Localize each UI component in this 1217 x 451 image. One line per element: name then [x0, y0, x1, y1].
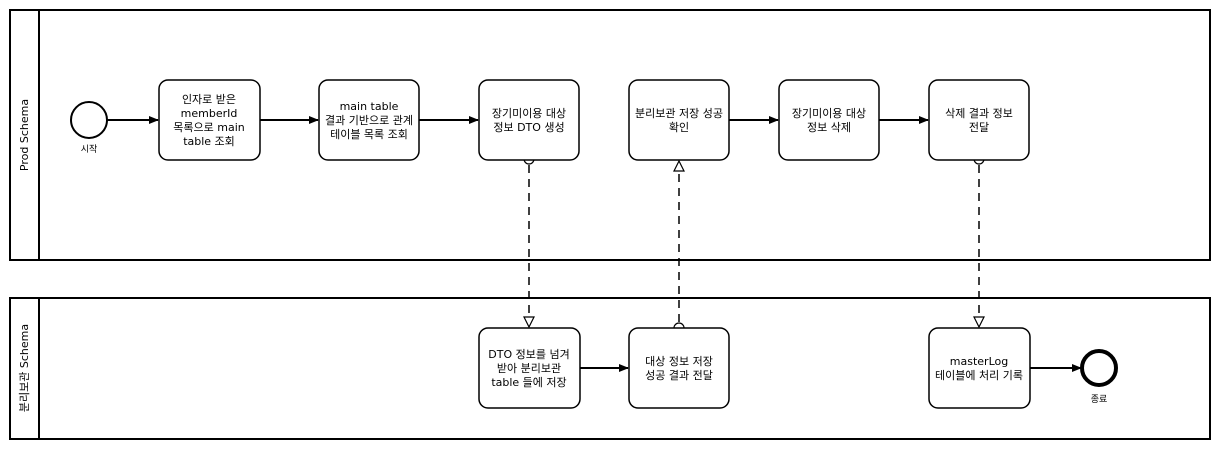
pool-prod-label: Prod Schema: [18, 99, 31, 171]
task-label-line: table 들에 저장: [491, 376, 566, 389]
task-label-line: DTO 정보를 넘겨: [488, 348, 569, 361]
task-label-line: 정보 삭제: [807, 121, 851, 134]
task-label-line: 대상 정보 저장: [645, 355, 713, 368]
task-label-line: 인자로 받은: [182, 93, 236, 106]
task-label-line: main table: [340, 100, 399, 113]
task-label-line: table 조회: [183, 135, 235, 148]
task-label-line: 확인: [669, 121, 689, 134]
task-label-line: 테이블에 처리 기록: [935, 369, 1023, 382]
task-label-line: 목록으로 main: [173, 121, 244, 134]
end-event-label: 종료: [1091, 394, 1108, 405]
task-label-line: masterLog: [950, 355, 1008, 368]
task-label-line: 성공 결과 전달: [645, 369, 713, 382]
start-event: 시작: [70, 101, 108, 155]
task-label-line: 분리보관 저장 성공: [635, 107, 723, 120]
task-label-line: 장기미이용 대상: [492, 107, 566, 120]
task-label-line: 받아 분리보관: [497, 362, 561, 375]
task-label-line: memberId: [181, 107, 238, 120]
task-label-line: 전달: [969, 121, 989, 134]
start-event-label: 시작: [81, 144, 98, 155]
task-label-line: 장기미이용 대상: [792, 107, 866, 120]
task-label-line: 정보 DTO 생성: [493, 121, 564, 134]
end-event: 종료: [1080, 349, 1118, 405]
task-label-line: 삭제 결과 정보: [945, 107, 1013, 120]
task-label-line: 테이블 목록 조회: [330, 128, 408, 141]
task-label-line: 결과 기반으로 관계: [325, 114, 413, 127]
pool-archive-label: 분리보관 Schema: [18, 324, 31, 412]
